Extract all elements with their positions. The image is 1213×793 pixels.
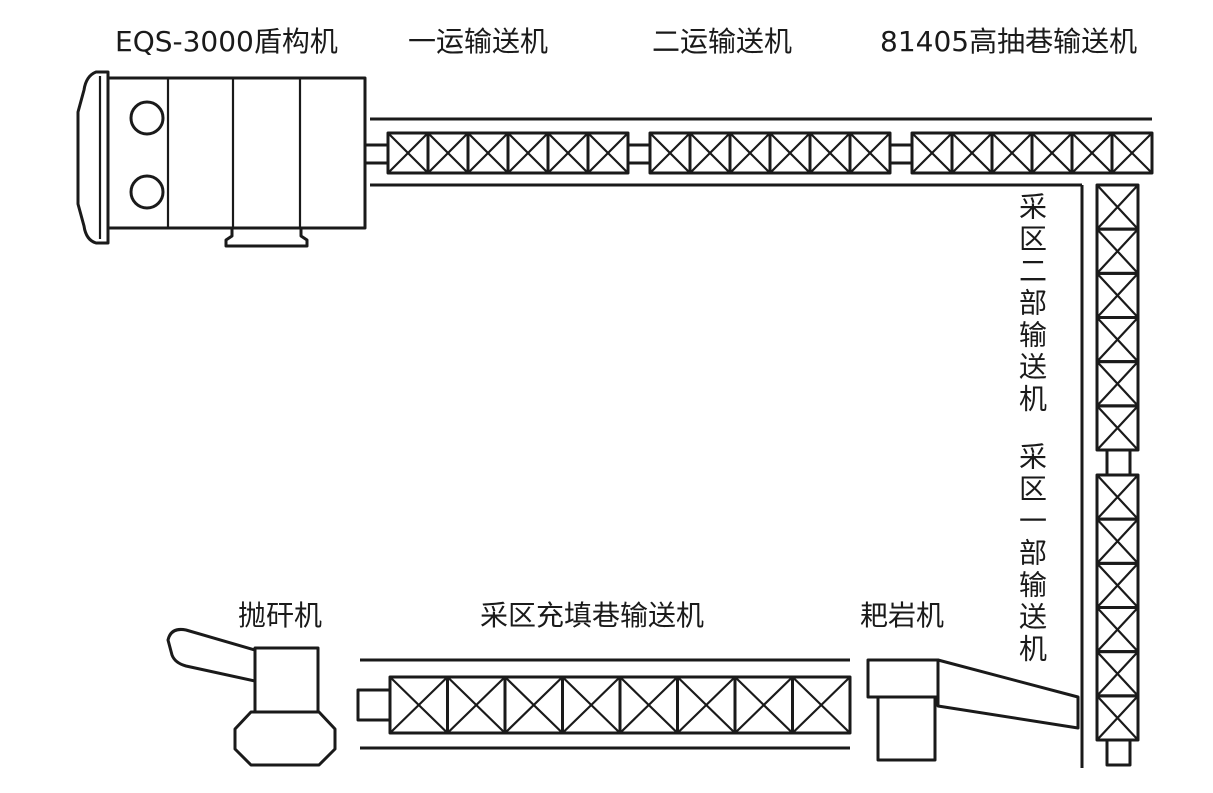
conveyor-81405-label: 81405高抽巷输送机: [880, 25, 1138, 58]
cross-brace: [1111, 132, 1153, 174]
cross-brace: [1096, 405, 1139, 451]
cross-brace: [389, 676, 449, 734]
cross-brace: [649, 132, 691, 174]
shield-machine-label: EQS-3000盾构机: [115, 25, 338, 58]
cross-brace: [507, 132, 549, 174]
shield-foot: [224, 228, 309, 248]
cross-brace: [504, 676, 564, 734]
cross-brace: [734, 676, 794, 734]
cross-brace: [809, 132, 851, 174]
cross-brace: [446, 676, 506, 734]
thrower-base: [233, 710, 337, 767]
conveyor-1-body: [386, 131, 630, 175]
rock-rake-arm: [936, 658, 1080, 730]
cross-brace: [561, 676, 621, 734]
cross-brace: [1096, 272, 1139, 319]
thrower-arm: [166, 628, 257, 683]
cross-brace: [1096, 562, 1139, 609]
cross-brace: [1096, 228, 1139, 275]
rock-rake-head: [866, 658, 940, 699]
cross-brace: [1096, 360, 1139, 407]
connector-conveyor-2-to-81405: [888, 143, 914, 165]
mining-area-conveyor-1-body: [1095, 473, 1140, 742]
cross-brace: [849, 132, 891, 174]
cross-brace: [547, 132, 589, 174]
cross-brace: [387, 132, 429, 174]
shield-machine: [76, 70, 367, 248]
cross-brace: [911, 132, 953, 174]
cross-brace: [1071, 132, 1113, 174]
cross-brace: [791, 676, 851, 734]
filling-roadway-conveyor-body: [388, 675, 852, 735]
shield-cutter-head: [76, 70, 110, 245]
connector-conveyor-1-to-2: [626, 143, 652, 165]
cross-brace: [1096, 184, 1139, 230]
body-port-upper: [129, 100, 165, 136]
connector-shield-to-conveyor-1: [363, 143, 390, 165]
gangue-thrower-label: 抛矸机: [238, 599, 323, 632]
connector-filling-conveyor-head: [356, 688, 392, 722]
cross-brace: [689, 132, 731, 174]
rock-rake: [866, 658, 1080, 762]
conveyor-segment: [848, 131, 892, 175]
cross-brace: [1096, 695, 1139, 741]
cross-brace: [951, 132, 993, 174]
conveyor-segment: [1095, 404, 1140, 452]
conveyor-2-label: 二运输送机: [652, 25, 793, 58]
conveyor-segment: [586, 131, 630, 175]
mining-area-conveyor-2-label: 采区二部输送机: [1015, 192, 1048, 416]
connector-mining-1-tail: [1105, 738, 1132, 767]
cross-brace: [587, 132, 629, 174]
mining-area-conveyor-1-label: 采区一部输送机: [1015, 442, 1048, 666]
conveyor-1-label: 一运输送机: [408, 25, 549, 58]
cross-brace: [1096, 316, 1139, 363]
conveyor-segment: [791, 675, 852, 735]
mining-area-conveyor-2-body: [1095, 183, 1140, 452]
cross-brace: [1096, 650, 1139, 697]
cross-brace: [467, 132, 509, 174]
conveyor-segment: [1095, 694, 1140, 742]
conveyor-81405-body: [910, 131, 1154, 175]
cross-brace: [729, 132, 771, 174]
conveyor-segment: [1110, 131, 1154, 175]
shield-body: [106, 76, 367, 230]
cross-brace: [1031, 132, 1073, 174]
cross-brace: [1096, 474, 1139, 520]
cross-brace: [1096, 518, 1139, 565]
connector-mining-2-to-1: [1105, 448, 1132, 477]
body-port-lower: [129, 174, 165, 210]
cross-brace: [619, 676, 679, 734]
cross-brace: [676, 676, 736, 734]
cross-brace: [1096, 606, 1139, 653]
rock-rake-body: [876, 695, 937, 762]
roadway-boundaries: [360, 117, 1152, 768]
cross-brace: [991, 132, 1033, 174]
conveyor-2-body: [648, 131, 892, 175]
filling-roadway-conveyor-label: 采区充填巷输送机: [480, 599, 705, 632]
rock-rake-label: 耙岩机: [860, 599, 945, 632]
cross-brace: [427, 132, 469, 174]
gangue-thrower: [166, 628, 337, 767]
thrower-body: [253, 646, 320, 714]
cross-brace: [769, 132, 811, 174]
